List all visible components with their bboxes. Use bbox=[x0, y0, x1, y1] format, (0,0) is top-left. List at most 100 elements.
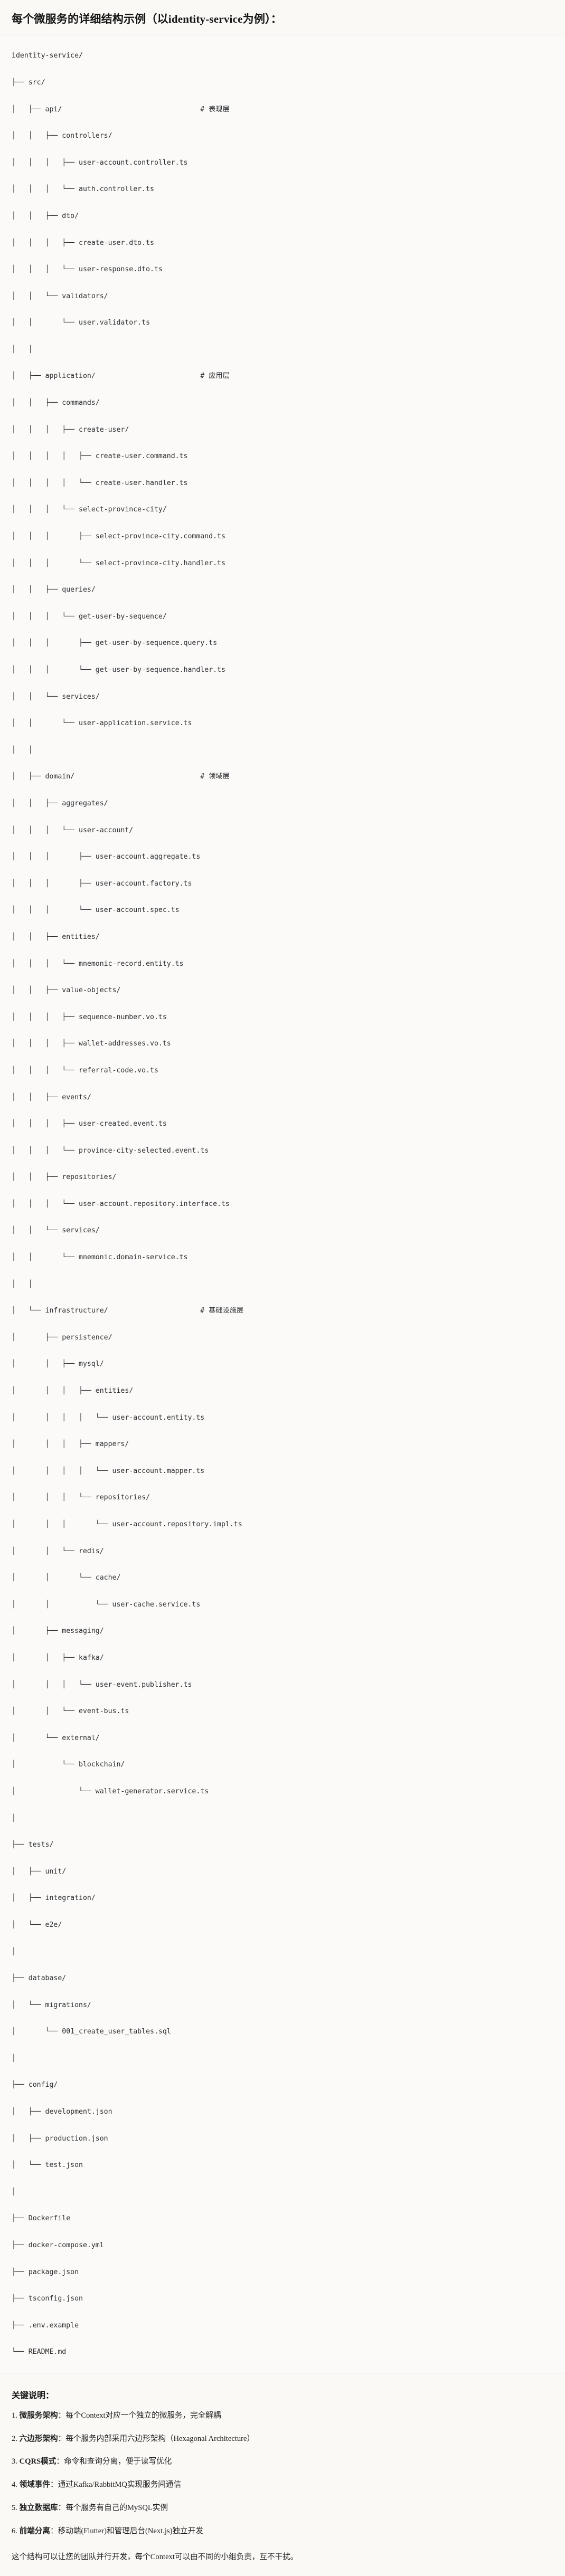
tree-line: │ │ ├── entities/ bbox=[12, 933, 100, 941]
tree-line: │ │ bbox=[12, 345, 33, 354]
tree-line: identity-service/ bbox=[12, 52, 83, 60]
tree-line: │ └── external/ bbox=[12, 1734, 100, 1742]
tree-line: │ │ bbox=[12, 746, 33, 754]
key-note-text: 每个服务有自己的MySQL实例 bbox=[65, 2504, 168, 2513]
key-note-item: 3. CQRS模式：命令和查询分离，便于读写优化 bbox=[12, 2456, 553, 2468]
tree-line: │ └── 001_create_user_tables.sql bbox=[12, 2028, 171, 2036]
tree-line: │ │ └── user-cache.service.ts bbox=[12, 1600, 201, 1609]
key-note-text: 每个服务内部采用六边形架构（Hexagonal Architecture） bbox=[65, 2434, 255, 2443]
key-note-label: 领域事件 bbox=[19, 2480, 50, 2489]
tree-line: │ ├── unit/ bbox=[12, 1867, 67, 1876]
tree-line: │ │ │ └── province-city-selected.event.t… bbox=[12, 1146, 209, 1155]
tree-line: │ │ │ └── user-account.repository.interf… bbox=[12, 1200, 230, 1208]
tree-line: │ │ │ ├── select-province-city.command.t… bbox=[12, 533, 225, 541]
key-note-label: CQRS模式 bbox=[19, 2457, 56, 2466]
tree-line: │ │ │ │ └── user-account.mapper.ts bbox=[12, 1467, 205, 1475]
tree-line: │ │ bbox=[12, 1280, 33, 1288]
tree-line: │ │ └── validators/ bbox=[12, 292, 108, 300]
tree-line: │ │ └── mnemonic.domain-service.ts bbox=[12, 1253, 188, 1262]
tree-line: │ ├── development.json bbox=[12, 2108, 112, 2116]
tree-line: │ │ └── redis/ bbox=[12, 1547, 104, 1555]
tree-line: ├── config/ bbox=[12, 2081, 58, 2089]
key-note-text: 通过Kafka/RabbitMQ实现服务间通信 bbox=[58, 2480, 182, 2489]
tree-line: │ │ │ ├── get-user-by-sequence.query.ts bbox=[12, 639, 218, 648]
tree-line: │ │ │ │ └── user-account.entity.ts bbox=[12, 1413, 205, 1422]
key-note-label: 独立数据库 bbox=[19, 2504, 58, 2513]
tree-line: ├── tests/ bbox=[12, 1841, 54, 1849]
tree-line: │ │ │ ├── user-account.aggregate.ts bbox=[12, 853, 201, 861]
key-note-separator: ： bbox=[56, 2457, 64, 2466]
tree-line: │ │ ├── controllers/ bbox=[12, 132, 112, 140]
key-note-separator: ： bbox=[50, 2480, 58, 2489]
tree-line: │ │ │ └── user-account.spec.ts bbox=[12, 906, 180, 915]
key-note-index: 6. bbox=[12, 2527, 20, 2536]
tree-line: │ │ └── cache/ bbox=[12, 1574, 121, 1582]
page-header: 每个微服务的详细结构示例（以identity-service为例）： bbox=[0, 0, 565, 36]
tree-line: │ │ │ ├── create-user.dto.ts bbox=[12, 239, 154, 247]
tree-line: │ │ │ ├── user-account.controller.ts bbox=[12, 158, 188, 167]
tree-line: ├── tsconfig.json bbox=[12, 2295, 83, 2303]
directory-tree: identity-service/ ├── src/ │ ├── api/ # … bbox=[12, 49, 553, 2359]
tree-line: │ │ ├── repositories/ bbox=[12, 1173, 117, 1182]
tree-line: │ │ │ └── get-user-by-sequence/ bbox=[12, 612, 167, 621]
tree-line: │ │ │ └── auth.controller.ts bbox=[12, 185, 154, 194]
tree-line: │ │ ├── aggregates/ bbox=[12, 799, 108, 807]
tree-line: │ │ │ │ └── create-user.handler.ts bbox=[12, 479, 188, 487]
tree-line-comment: # 领域层 bbox=[200, 773, 230, 781]
tree-line: │ │ │ └── referral-code.vo.ts bbox=[12, 1066, 158, 1075]
tree-line: │ ├── domain/ # 领域层 bbox=[12, 773, 230, 781]
tree-line: │ bbox=[12, 1814, 16, 1822]
tree-line-comment: # 基础设施层 bbox=[200, 1307, 244, 1315]
tree-line: │ │ │ └── get-user-by-sequence.handler.t… bbox=[12, 666, 225, 674]
key-note-item: 6. 前端分离：移动端(Flutter)和管理后台(Next.js)独立开发 bbox=[12, 2526, 553, 2537]
tree-line-comment: # 应用层 bbox=[200, 372, 230, 381]
tree-line: │ ├── application/ # 应用层 bbox=[12, 372, 230, 381]
tree-line: │ │ │ └── user-response.dto.ts bbox=[12, 265, 163, 274]
tree-line: ├── .env.example bbox=[12, 2321, 79, 2330]
tree-line: │ │ └── user-application.service.ts bbox=[12, 719, 192, 728]
key-note-label: 六边形架构 bbox=[19, 2434, 58, 2443]
tree-line: │ │ │ ├── user-account.factory.ts bbox=[12, 879, 192, 888]
tree-line: │ │ │ └── user-event.publisher.ts bbox=[12, 1680, 192, 1689]
tree-line: │ │ │ ├── mappers/ bbox=[12, 1440, 129, 1449]
tree-line: │ └── e2e/ bbox=[12, 1921, 62, 1929]
tree-line: │ │ │ ├── sequence-number.vo.ts bbox=[12, 1013, 167, 1021]
tree-line: │ bbox=[12, 2054, 16, 2062]
tree-line: │ │ │ └── repositories/ bbox=[12, 1494, 150, 1502]
tree-line: ├── Dockerfile bbox=[12, 2214, 71, 2223]
tree-line: │ │ ├── queries/ bbox=[12, 586, 96, 594]
tree-line: ├── package.json bbox=[12, 2268, 79, 2276]
tree-line: │ ├── integration/ bbox=[12, 1894, 96, 1903]
tree-line: │ └── test.json bbox=[12, 2161, 83, 2170]
tree-line-comment: # 表现层 bbox=[200, 105, 230, 113]
key-note-item: 4. 领域事件：通过Kafka/RabbitMQ实现服务间通信 bbox=[12, 2479, 553, 2491]
tree-line: │ └── wallet-generator.service.ts bbox=[12, 1787, 209, 1795]
tree-line: │ │ │ └── mnemonic-record.entity.ts bbox=[12, 959, 184, 968]
tree-line: │ │ └── user.validator.ts bbox=[12, 319, 150, 327]
tree-line: │ │ └── event-bus.ts bbox=[12, 1707, 129, 1716]
key-note-index: 2. bbox=[12, 2434, 20, 2443]
key-note-index: 3. bbox=[12, 2457, 20, 2466]
key-note-index: 1. bbox=[12, 2411, 20, 2420]
key-notes-title: 关键说明： bbox=[12, 2391, 54, 2400]
tree-line: │ bbox=[12, 1947, 16, 1956]
tree-line: │ │ ├── events/ bbox=[12, 1093, 91, 1101]
tree-line: │ │ │ └── user-account.repository.impl.t… bbox=[12, 1520, 242, 1528]
tree-line: │ │ └── services/ bbox=[12, 1227, 100, 1235]
key-note-text: 移动端(Flutter)和管理后台(Next.js)独立开发 bbox=[58, 2527, 203, 2536]
closing-paragraph: 这个结构可以让您的团队并行开发，每个Context可以由不同的小组负责，互不干扰… bbox=[12, 2553, 298, 2562]
key-note-separator: ： bbox=[58, 2434, 66, 2443]
key-note-separator: ： bbox=[58, 2411, 66, 2420]
key-note-item: 5. 独立数据库：每个服务有自己的MySQL实例 bbox=[12, 2503, 553, 2514]
tree-line: │ │ │ ├── create-user/ bbox=[12, 425, 129, 434]
tree-line: │ bbox=[12, 2188, 16, 2196]
key-note-index: 5. bbox=[12, 2504, 20, 2513]
key-note-item: 2. 六边形架构：每个服务内部采用六边形架构（Hexagonal Archite… bbox=[12, 2434, 553, 2445]
key-note-separator: ： bbox=[58, 2504, 66, 2513]
key-note-index: 4. bbox=[12, 2480, 20, 2489]
tree-line: │ │ ├── value-objects/ bbox=[12, 986, 121, 995]
tree-line: │ │ │ └── select-province-city/ bbox=[12, 506, 167, 514]
tree-line: │ │ │ └── select-province-city.handler.t… bbox=[12, 559, 225, 567]
